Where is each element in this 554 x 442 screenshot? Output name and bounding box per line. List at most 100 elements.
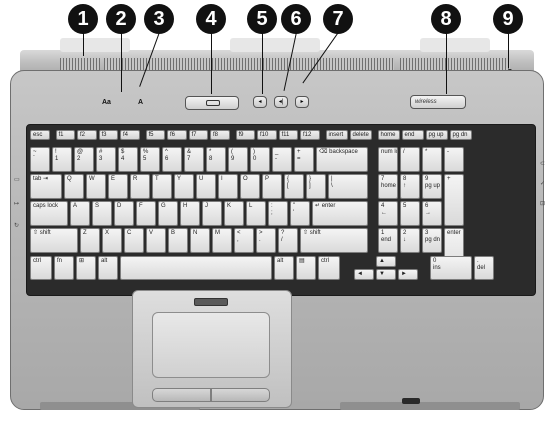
volume-down-button[interactable]: ◂| <box>274 96 288 108</box>
keyboard-key[interactable]: F <box>136 201 156 226</box>
keyboard-key[interactable]: D <box>114 201 134 226</box>
keyboard-key[interactable]: W <box>86 174 106 199</box>
keyboard-key[interactable]: end <box>402 130 424 140</box>
keyboard-key[interactable]: Q <box>64 174 84 199</box>
keyboard-key[interactable]: _ - <box>272 147 292 172</box>
keyboard-key[interactable]: # 3 <box>96 147 116 172</box>
keyboard-key[interactable]: alt <box>274 256 294 280</box>
keyboard-key[interactable]: A <box>70 201 90 226</box>
keyboard-key[interactable]: M <box>212 228 232 253</box>
keyboard-key[interactable]: ⇧ shift <box>300 228 368 253</box>
keyboard-key[interactable]: / <box>400 147 420 172</box>
keyboard-key[interactable]: f5 <box>146 130 166 140</box>
keyboard-key[interactable]: L <box>246 201 266 226</box>
keyboard-key[interactable]: Z <box>80 228 100 253</box>
keyboard-key[interactable]: ctrl <box>30 256 52 280</box>
keyboard-key[interactable]: @ 2 <box>74 147 94 172</box>
touchpad[interactable] <box>152 312 270 378</box>
keyboard-key[interactable]: 7 home <box>378 174 398 199</box>
keyboard-key[interactable]: S <box>92 201 112 226</box>
keyboard-key[interactable]: 2 ↓ <box>400 228 420 253</box>
keyboard-key[interactable]: ⊞ <box>76 256 96 280</box>
keyboard-key[interactable]: ► <box>398 269 418 280</box>
keyboard-key[interactable]: ⇧ shift <box>30 228 78 253</box>
keyboard-key[interactable]: N <box>190 228 210 253</box>
keyboard-key[interactable]: num lock <box>378 147 398 172</box>
keyboard-key[interactable]: f10 <box>257 130 277 140</box>
keyboard-key[interactable]: . del <box>474 256 494 280</box>
keyboard-key[interactable]: f1 <box>56 130 76 140</box>
touchpad-right-button[interactable] <box>211 388 270 402</box>
keyboard-key[interactable]: esc <box>30 130 50 140</box>
keyboard-key[interactable]: X <box>102 228 122 253</box>
keyboard-key[interactable]: f6 <box>167 130 187 140</box>
keyboard-key[interactable]: ( 9 <box>228 147 248 172</box>
keyboard-key[interactable]: J <box>202 201 222 226</box>
keyboard-key[interactable]: - <box>444 147 464 172</box>
keyboard-key[interactable]: * 8 <box>206 147 226 172</box>
keyboard-key[interactable]: & 7 <box>184 147 204 172</box>
keyboard-key[interactable]: insert <box>326 130 348 140</box>
keyboard-key[interactable] <box>120 256 272 280</box>
keyboard-key[interactable]: 9 pg up <box>422 174 442 199</box>
keyboard-key[interactable]: 4 ← <box>378 201 398 226</box>
keyboard-key[interactable]: G <box>158 201 178 226</box>
keyboard-key[interactable]: ▲ <box>376 256 396 267</box>
keyboard-key[interactable]: tab ⇥ <box>30 174 62 199</box>
mute-button[interactable]: ◂ <box>253 96 267 108</box>
keyboard-key[interactable]: O <box>240 174 260 199</box>
keyboard-key[interactable]: 8 ↑ <box>400 174 420 199</box>
keyboard-key[interactable]: f4 <box>120 130 140 140</box>
keyboard-key[interactable]: ⌫ backspace <box>316 147 368 172</box>
keyboard-key[interactable]: } ] <box>306 174 326 199</box>
keyboard-key[interactable]: 0 ins <box>430 256 472 280</box>
touchpad-toggle[interactable] <box>194 298 228 306</box>
keyboard-key[interactable]: delete <box>350 130 372 140</box>
keyboard-key[interactable]: + <box>444 174 464 226</box>
keyboard-key[interactable]: ~ ` <box>30 147 50 172</box>
keyboard-key[interactable]: T <box>152 174 172 199</box>
keyboard-key[interactable]: ? / <box>278 228 298 253</box>
keyboard-key[interactable]: P <box>262 174 282 199</box>
touchpad-left-button[interactable] <box>152 388 211 402</box>
keyboard-key[interactable]: V <box>146 228 166 253</box>
keyboard-key[interactable]: f8 <box>210 130 230 140</box>
power-button[interactable] <box>185 96 239 110</box>
keyboard-key[interactable]: { [ <box>284 174 304 199</box>
keyboard-key[interactable]: f7 <box>189 130 209 140</box>
keyboard-key[interactable]: f11 <box>279 130 299 140</box>
keyboard-key[interactable]: % 5 <box>140 147 160 172</box>
keyboard-key[interactable]: 6 → <box>422 201 442 226</box>
keyboard-key[interactable]: f9 <box>236 130 256 140</box>
keyboard-key[interactable]: 1 end <box>378 228 398 253</box>
keyboard-key[interactable]: ctrl <box>318 256 340 280</box>
keyboard-key[interactable]: f2 <box>77 130 97 140</box>
keyboard-key[interactable]: ) 0 <box>250 147 270 172</box>
keyboard-key[interactable]: caps lock <box>30 201 68 226</box>
keyboard-key[interactable]: pg dn <box>450 130 472 140</box>
keyboard-key[interactable]: Y <box>174 174 194 199</box>
keyboard-key[interactable]: U <box>196 174 216 199</box>
keyboard-key[interactable]: $ 4 <box>118 147 138 172</box>
keyboard-key[interactable]: + = <box>294 147 314 172</box>
keyboard-key[interactable]: B <box>168 228 188 253</box>
keyboard-key[interactable]: 3 pg dn <box>422 228 442 253</box>
keyboard-key[interactable]: pg up <box>426 130 448 140</box>
keyboard-key[interactable]: : ; <box>268 201 288 226</box>
keyboard-key[interactable]: home <box>378 130 400 140</box>
keyboard-key[interactable]: > . <box>256 228 276 253</box>
keyboard-key[interactable]: 5 <box>400 201 420 226</box>
keyboard-key[interactable]: ! 1 <box>52 147 72 172</box>
keyboard-key[interactable]: ^ 6 <box>162 147 182 172</box>
keyboard-key[interactable]: I <box>218 174 238 199</box>
keyboard-key[interactable]: f12 <box>300 130 320 140</box>
keyboard-key[interactable]: ▼ <box>376 269 396 280</box>
keyboard-key[interactable]: < , <box>234 228 254 253</box>
keyboard-key[interactable]: f3 <box>99 130 119 140</box>
volume-up-button[interactable]: ▸ <box>295 96 309 108</box>
keyboard-key[interactable]: * <box>422 147 442 172</box>
keyboard-key[interactable]: E <box>108 174 128 199</box>
keyboard-key[interactable]: ◄ <box>354 269 374 280</box>
wireless-button[interactable]: wireless <box>410 95 466 109</box>
keyboard-key[interactable]: " ' <box>290 201 310 226</box>
